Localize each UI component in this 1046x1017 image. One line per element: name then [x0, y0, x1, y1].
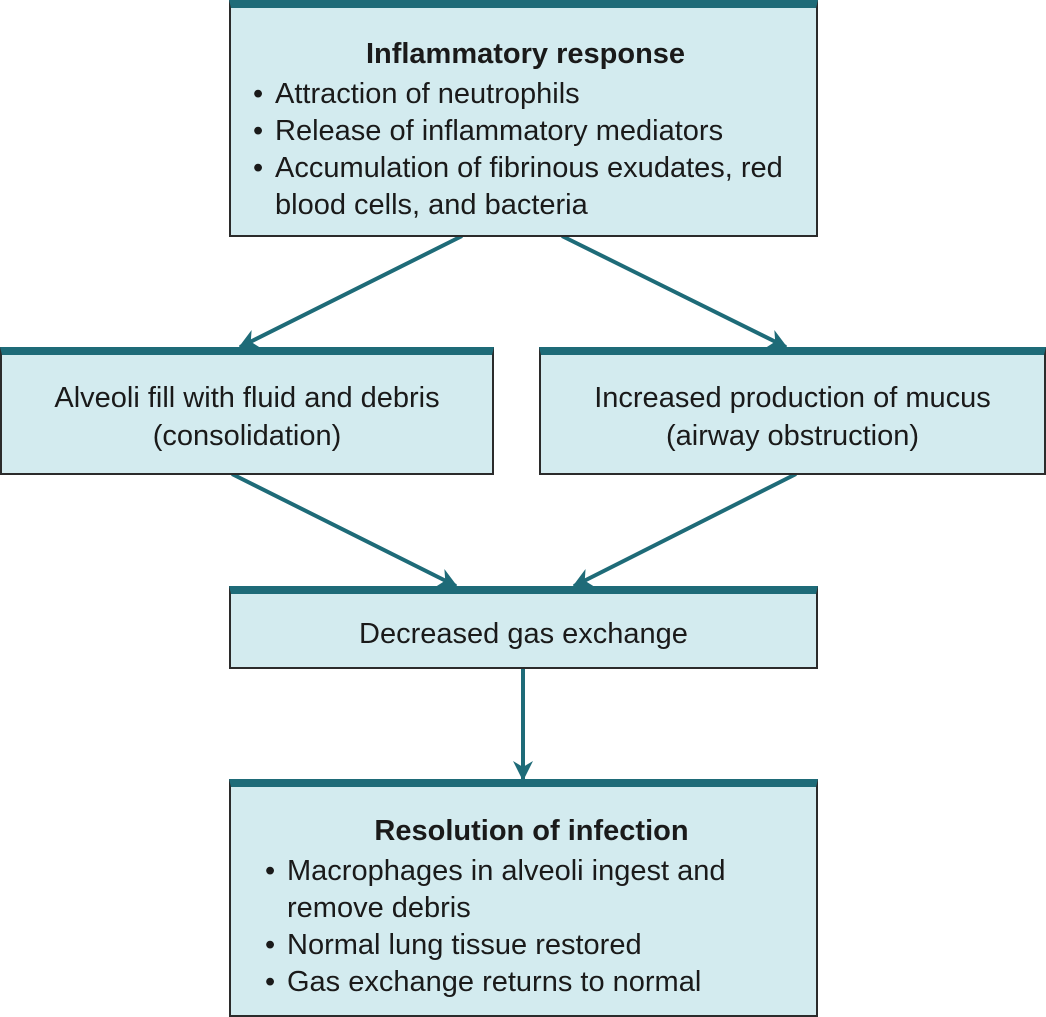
list-item: Macrophages in alveoli ingest and remove…	[261, 853, 802, 927]
list-item: Normal lung tissue restored	[261, 927, 802, 964]
arrow-inflammatory-to-alveoli	[238, 234, 463, 349]
list-item: Attraction of neutrophils	[249, 76, 802, 113]
gas-exchange-box: Decreased gas exchange	[229, 586, 818, 669]
gas-exchange-text: Decreased gas exchange	[359, 618, 688, 650]
list-item: Release of inflammatory mediators	[249, 113, 802, 150]
resolution-box: Resolution of infection Macrophages in a…	[229, 779, 818, 1017]
inflammatory-response-list: Attraction of neutrophils Release of inf…	[249, 76, 802, 224]
arrow-alveoli-to-gas	[231, 472, 458, 588]
mucus-production-text: Increased production of mucus (airway ob…	[594, 382, 991, 452]
inflammatory-response-title: Inflammatory response	[365, 38, 686, 70]
resolution-list: Macrophages in alveoli ingest and remove…	[261, 853, 802, 1001]
resolution-title: Resolution of infection	[374, 815, 689, 847]
mucus-production-box: Increased production of mucus (airway ob…	[539, 347, 1046, 475]
alveoli-fill-text: Alveoli fill with fluid and debris (cons…	[54, 382, 440, 452]
list-item: Accumulation of fibrinous exudates, red …	[249, 150, 802, 224]
arrow-inflammatory-to-mucus	[561, 234, 788, 349]
arrow-mucus-to-gas	[572, 472, 797, 588]
list-item: Gas exchange returns to normal	[261, 964, 802, 1001]
inflammatory-response-box: Inflammatory response Attraction of neut…	[229, 0, 818, 237]
alveoli-fill-box: Alveoli fill with fluid and debris (cons…	[0, 347, 494, 475]
